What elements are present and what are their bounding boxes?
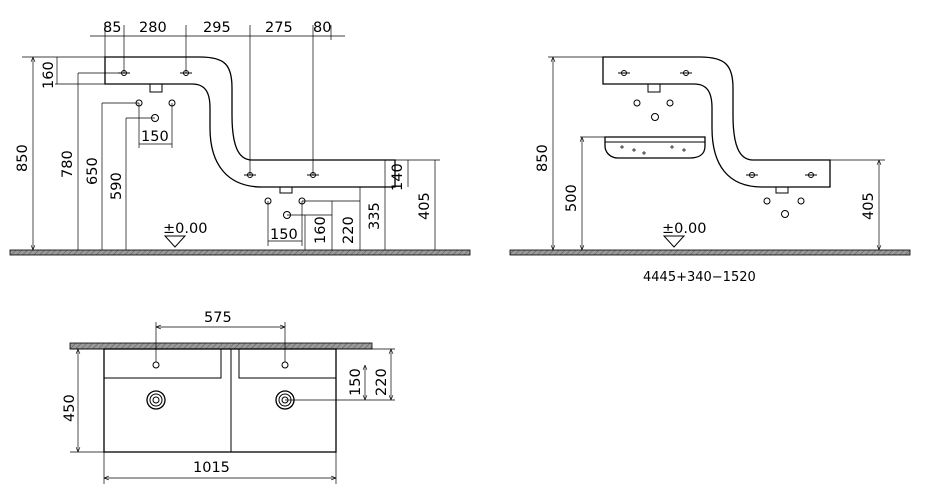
dim-right-view-850: 850 <box>535 144 551 172</box>
dim-left-780: 780 <box>60 150 76 178</box>
dim-bottom-220: 220 <box>341 216 357 244</box>
left-side-view: 85 280 295 275 80 160 850 780 650 590 <box>9 20 471 256</box>
dim-right-view-405: 405 <box>861 192 877 220</box>
dim-plan-220: 220 <box>374 368 390 396</box>
dim-right-view-500: 500 <box>564 184 580 212</box>
dim-hole-spacing-upper: 150 <box>141 129 169 145</box>
floor-level-symbol-left <box>163 235 187 248</box>
dim-right-140: 140 <box>390 163 406 191</box>
dim-top-295: 295 <box>203 20 231 36</box>
plan-view: 575 450 150 220 1015 <box>62 310 395 484</box>
dim-left-650: 650 <box>85 157 101 185</box>
drain-left <box>146 390 166 410</box>
floor-line-right <box>509 249 911 256</box>
floor-level-label-left: ±0.00 <box>163 221 207 237</box>
dim-plan-150: 150 <box>348 368 364 396</box>
dim-left-850: 850 <box>15 144 31 172</box>
dim-top-85: 85 <box>103 20 121 36</box>
dim-bottom-160: 160 <box>313 216 329 244</box>
dim-top-280: 280 <box>139 20 167 36</box>
dim-plan-575: 575 <box>204 310 232 326</box>
dim-right-405: 405 <box>417 192 433 220</box>
floor-level-label-right: ±0.00 <box>662 221 706 237</box>
dim-left-160: 160 <box>41 61 57 89</box>
right-side-view: 850 500 405 ±0.00 4445+340−1520 <box>509 56 911 285</box>
vanity-outline-right <box>602 56 831 188</box>
dim-left-590: 590 <box>109 172 125 200</box>
cabinet-body <box>103 348 337 453</box>
dim-hole-spacing-lower: 150 <box>270 227 298 243</box>
dim-top-275: 275 <box>265 20 293 36</box>
floor-line-left <box>9 249 471 256</box>
countertop <box>69 342 373 350</box>
dim-bottom-335: 335 <box>367 202 383 230</box>
drawer-shape <box>604 136 706 159</box>
basin-left <box>103 348 222 379</box>
basin-right <box>238 348 337 379</box>
vanity-outline-left <box>104 56 396 188</box>
dim-plan-450: 450 <box>62 394 78 422</box>
dim-plan-1015: 1015 <box>193 460 230 476</box>
dim-top-80: 80 <box>313 20 331 36</box>
product-code-caption: 4445+340−1520 <box>643 270 756 285</box>
floor-level-symbol-right <box>662 235 686 248</box>
